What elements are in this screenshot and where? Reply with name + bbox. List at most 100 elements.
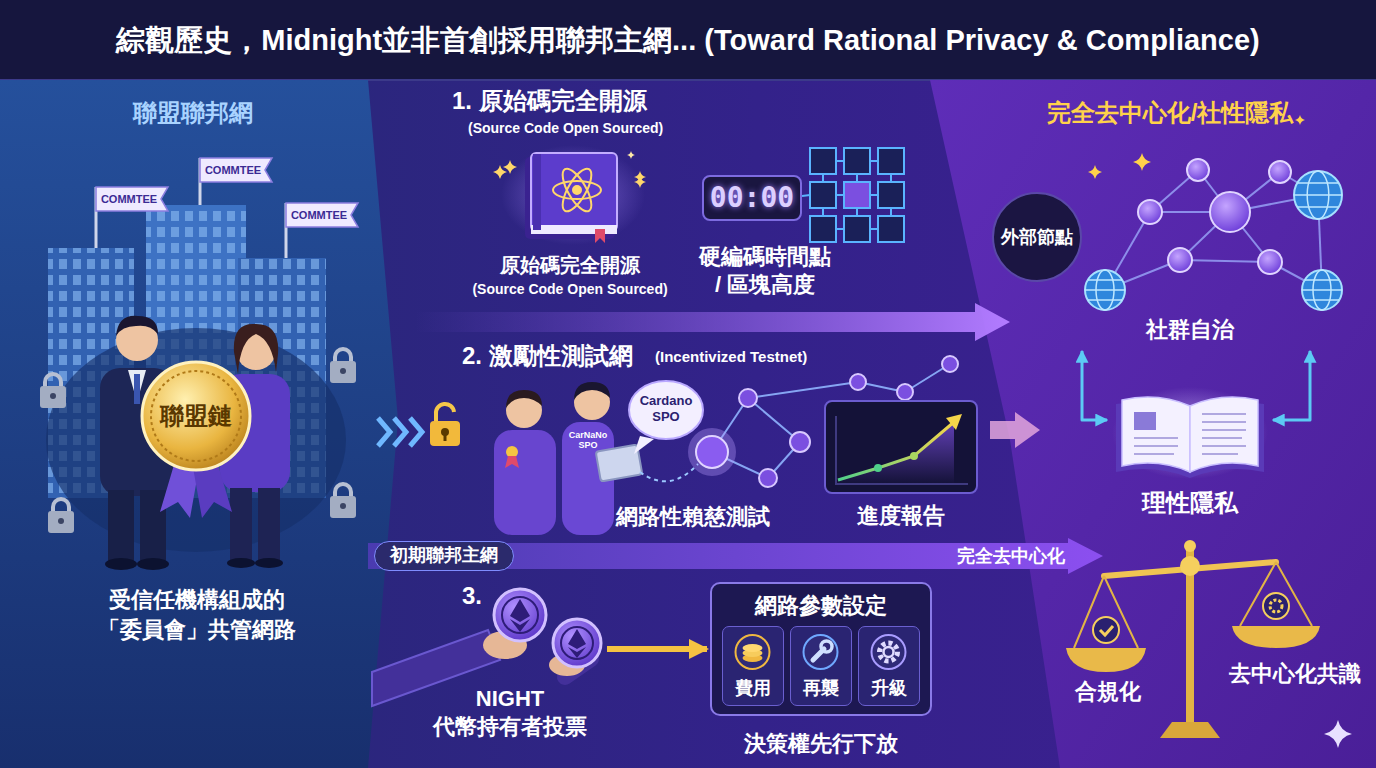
icon-caption: 原始碼完全開源	[455, 253, 685, 278]
rect-shape	[40, 386, 66, 408]
circle-shape	[561, 627, 593, 659]
progress-chart: 進度報告	[822, 398, 980, 534]
tile-label: 費用	[723, 677, 782, 700]
path-shape	[640, 464, 698, 481]
path-shape	[436, 404, 454, 422]
path-shape	[1134, 414, 1246, 454]
bubble-text: Cardano SPO	[634, 393, 698, 424]
path-shape	[503, 160, 517, 174]
polyline-shape	[838, 422, 954, 480]
rect-shape	[330, 496, 356, 518]
page-title: 綜觀歷史，Midnight並非首創採用聯邦主網... (Toward Ratio…	[0, 0, 1376, 80]
step-subheading: (Incentivized Testnet)	[655, 348, 860, 367]
path-shape	[200, 158, 272, 182]
rect-shape	[494, 430, 556, 535]
circle-shape	[340, 368, 346, 374]
rect-shape	[878, 148, 904, 174]
committee-flag: COMMTEE	[96, 187, 168, 211]
path-shape	[1232, 626, 1320, 648]
path-shape	[1240, 562, 1312, 626]
line-shape	[1180, 260, 1270, 262]
step-arrow	[415, 303, 1010, 341]
committee-flag: COMMTEE	[200, 158, 272, 182]
ellipse-shape	[137, 558, 169, 570]
item-caption: 硬編碼時間點 / 區塊高度	[695, 243, 835, 298]
circle-shape	[696, 436, 728, 468]
rect-shape	[48, 511, 74, 533]
circle-shape	[688, 428, 736, 476]
circle-shape	[1184, 540, 1196, 552]
rect-shape	[810, 182, 836, 208]
rect-shape	[844, 182, 870, 208]
rect-shape	[430, 421, 460, 446]
circle-shape	[50, 393, 56, 399]
path-shape	[836, 416, 968, 484]
circle-shape	[494, 589, 546, 641]
polygon-shape	[946, 414, 962, 430]
path-shape	[1066, 648, 1146, 672]
icon-subcaption: (Source Code Open Sourced)	[455, 281, 685, 299]
clock-item: 00:00硬編碼時間點 / 區塊高度	[690, 165, 840, 300]
ellipse-shape	[1112, 387, 1268, 479]
circle-shape	[1269, 161, 1291, 183]
circle-shape	[874, 464, 882, 472]
circle-shape	[1168, 248, 1192, 272]
circle-shape	[880, 643, 898, 661]
ellipse-shape	[105, 558, 137, 570]
rect-shape	[230, 488, 252, 560]
line-shape	[802, 195, 810, 196]
path-shape	[286, 203, 358, 227]
community-network: 社群自治	[1080, 150, 1355, 348]
flag-text: COMMTEE	[200, 158, 266, 182]
circle-shape	[1085, 270, 1125, 310]
path-shape	[1133, 153, 1151, 171]
circle-shape	[1263, 593, 1289, 619]
timeline-band: 初期聯邦主網完全去中心化	[368, 538, 1103, 574]
circle-shape	[821, 641, 832, 652]
path-shape	[1085, 280, 1125, 300]
path-shape	[627, 151, 635, 159]
circle-shape	[1093, 617, 1119, 643]
title-bar	[0, 0, 1376, 80]
ellipse-shape	[46, 328, 346, 552]
polygon-shape	[634, 436, 654, 454]
circle-shape	[1270, 600, 1282, 612]
book-icon: 原始碼完全開源 (Source Code Open Sourced)	[455, 145, 685, 305]
rect-shape	[878, 182, 904, 208]
path-shape	[335, 484, 351, 497]
path-shape	[45, 374, 61, 387]
path-shape	[1294, 183, 1342, 207]
tile-label: 再襲	[791, 677, 850, 700]
medal-text: 聯盟鏈	[140, 360, 252, 472]
parameter-tile: 升級	[858, 626, 920, 706]
balance-scale	[1066, 540, 1320, 738]
path-shape	[335, 349, 351, 362]
circle-shape	[1294, 171, 1342, 219]
left-panel-shape	[0, 80, 398, 768]
lock-icon	[330, 484, 356, 518]
speech-bubble: Cardano SPO	[628, 380, 704, 440]
book-caption: 理性隱私	[1110, 488, 1270, 518]
scale-label: 去中心化共識	[1224, 660, 1366, 688]
ellipse-shape	[557, 165, 597, 216]
circle-shape	[790, 432, 810, 452]
circle-shape	[1210, 192, 1250, 232]
lock-icon	[330, 349, 356, 383]
circle-shape	[804, 635, 838, 669]
path-shape	[1302, 280, 1342, 300]
callout-number: 3.	[462, 581, 502, 611]
ellipse-shape	[227, 558, 255, 568]
circle-shape	[573, 186, 581, 194]
network-caption: 社群自治	[1135, 316, 1245, 344]
band-end-label: 完全去中心化	[953, 543, 1068, 569]
circle-shape	[942, 356, 958, 372]
path-shape	[568, 629, 586, 658]
panel-caption: 受信任機構組成的「委員會」共管網路	[92, 585, 302, 644]
circle-shape	[759, 469, 777, 487]
left-panel: 聯盟聯邦網受信任機構組成的「委員會」共管網路COMMTEECOMMTEECOMM…	[0, 80, 385, 768]
path-shape	[96, 187, 168, 211]
ellipse-shape	[501, 145, 645, 245]
box-caption: 決策權先行下放	[712, 730, 930, 758]
medal-badge: 聯盟鏈	[140, 360, 252, 472]
